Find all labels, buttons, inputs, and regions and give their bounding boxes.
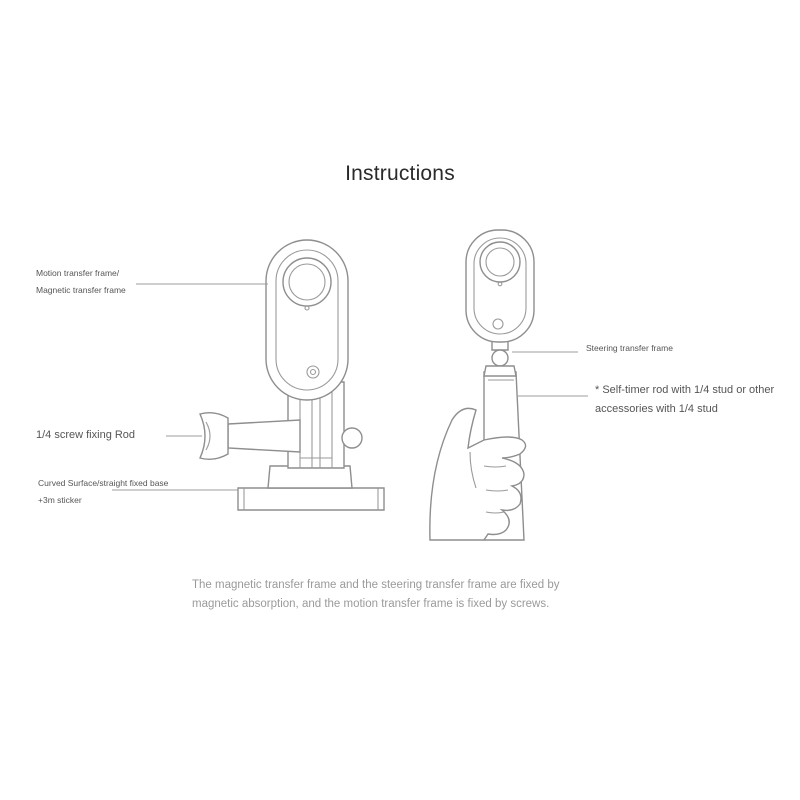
label-self-timer-line1: * Self-timer rod with 1/4 stud or other (595, 384, 775, 396)
label-base-line2: +3m sticker (38, 495, 82, 505)
label-base-line1: Curved Surface/straight fixed base (38, 478, 169, 488)
fixed-base (237, 465, 385, 511)
screw-fixing-rod (199, 411, 301, 461)
label-steering-frame: Steering transfer frame (586, 343, 673, 353)
caption-line1: The magnetic transfer frame and the stee… (192, 579, 560, 591)
page-title: Instructions (345, 162, 455, 185)
label-motion-frame-line1: Motion transfer frame/ (36, 268, 120, 278)
caption-line2: magnetic absorption, and the motion tran… (192, 598, 550, 610)
motion-transfer-frame (265, 239, 349, 401)
label-self-timer-line2: accessories with 1/4 stud (595, 403, 718, 415)
leader-lines (112, 283, 588, 491)
left-camera-assembly (199, 239, 385, 511)
caption: The magnetic transfer frame and the stee… (192, 576, 612, 614)
label-motion-frame-line2: Magnetic transfer frame (36, 285, 126, 295)
hand-illustration (429, 407, 527, 541)
label-screw-rod: 1/4 screw fixing Rod (36, 429, 136, 441)
steering-transfer-frame (483, 335, 517, 377)
right-camera-assembly (429, 229, 535, 541)
camera-body (465, 229, 535, 343)
